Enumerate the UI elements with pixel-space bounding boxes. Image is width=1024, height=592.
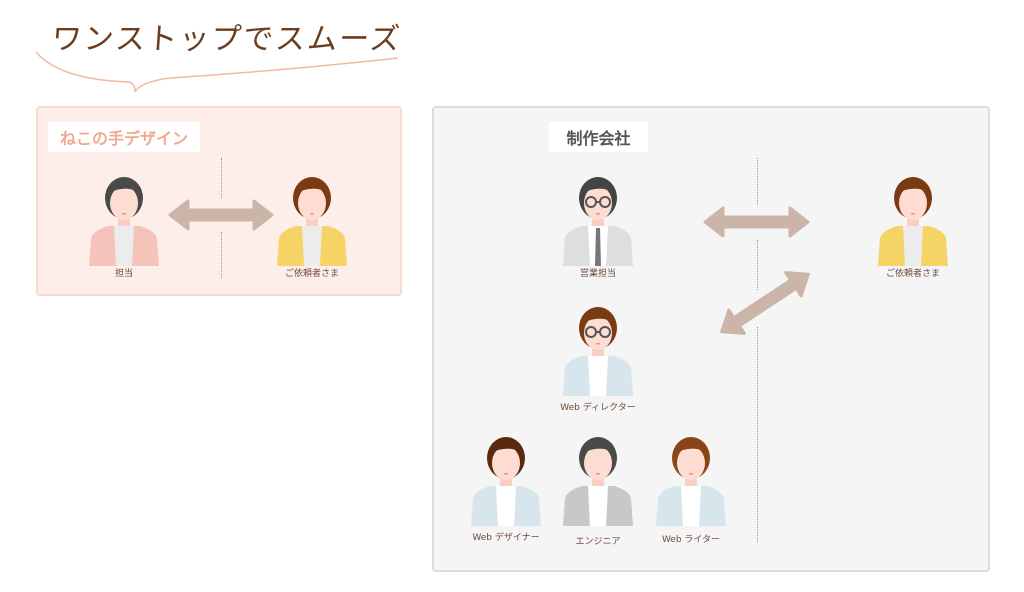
diagonal-double-arrow (720, 271, 810, 335)
divider (757, 327, 758, 542)
person-avatar-icon (468, 436, 544, 526)
person-label: 営業担当 (579, 269, 616, 279)
person-label: ご依頼者さま (885, 269, 940, 279)
divider (221, 158, 222, 198)
divider (221, 232, 222, 278)
person-label: 担当 (114, 269, 133, 279)
person-avatar-icon (86, 176, 162, 266)
person-label: Web ライター (661, 535, 721, 545)
double-arrow (168, 199, 274, 231)
nekonote-title: ねこの手デザイン (48, 122, 200, 152)
company-title: 制作会社 (549, 122, 648, 152)
person-avatar-icon (653, 436, 729, 526)
person-label: ご依頼者さま (284, 269, 339, 279)
person-label: エンジニア (575, 537, 621, 547)
person-label: Web ディレクター (560, 403, 636, 413)
speech-bubble-line (35, 51, 399, 93)
person-avatar-icon (274, 176, 350, 266)
divider (757, 158, 758, 205)
person-avatar-icon (560, 306, 636, 396)
person-avatar-icon (875, 176, 951, 266)
person-avatar-icon (560, 436, 636, 526)
double-arrow (703, 206, 810, 238)
person-avatar-icon (560, 176, 636, 266)
person-label: Web デザイナー (472, 533, 540, 543)
divider (757, 240, 758, 290)
